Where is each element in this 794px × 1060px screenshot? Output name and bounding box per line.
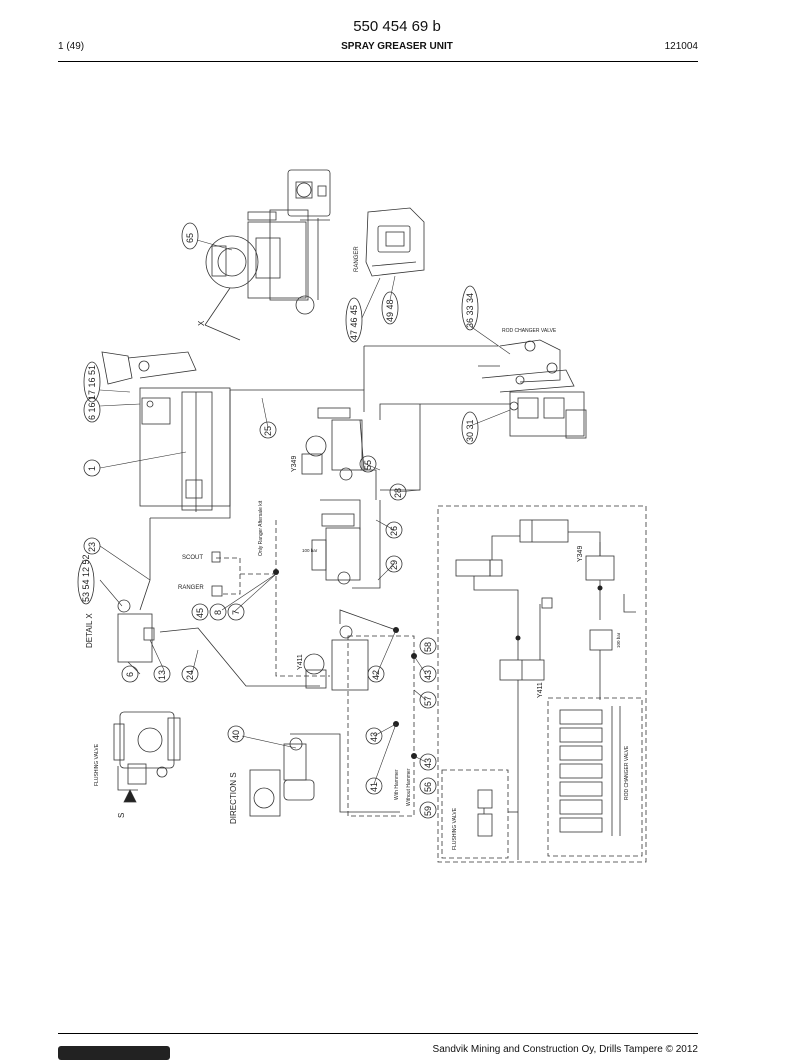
scout-ranger-items [211,551,223,597]
label-only-ranger-kit: Only Ranger Aftersale kit [258,500,264,556]
label-rod-changer-valve-top: ROD CHANGER VALVE [502,328,557,334]
direction-s-fitting [249,737,315,817]
label-y411-right: Y411 [537,682,544,698]
callout-59: 59 [423,806,433,816]
callout-numbers: 65 47 46 45 49 48 36 33 34 30 31 17 16 5… [81,233,475,816]
callout-53-54-12-52: 53 54 12 52 [81,554,91,602]
callout-43: 43 [423,670,433,680]
solenoid-valve-y411 [303,625,369,691]
callout-leaders [99,239,511,785]
callout-13: 13 [157,670,167,680]
footer-copyright: Sandvik Mining and Construction Oy, Dril… [432,1044,698,1055]
revision-code: 121004 [664,41,698,52]
callout-1: 1 [87,466,97,471]
dashed-boundaries [216,505,647,863]
header-rule [58,61,698,62]
callout-6: 6 [125,672,135,677]
callout-40: 40 [231,730,241,740]
label-s-mark: S [117,813,126,818]
label-detail-x: DETAIL X [85,613,94,648]
callout-55: 55 [363,460,373,470]
label-100-bar: 100 bar [302,548,318,553]
detail-x-block [117,599,155,663]
label-y349-right: Y349 [577,546,584,562]
drawing-labels: RANGER ROD CHANGER VALVE SCOUT RANGER On… [85,246,630,850]
ranger-cover [365,207,425,277]
label-without-hammer: Without Hammer [406,768,412,806]
callout-8: 8 [213,610,223,615]
callout-circles [77,222,479,819]
hydraulic-piping [139,345,510,813]
callout-30-31: 30 31 [465,419,475,442]
mounting-bracket [101,351,231,512]
rod-changer-valve-top [478,339,587,439]
callout-17-16-51: 17 16 51 [87,365,97,400]
label-y349-upper: Y349 [291,456,298,472]
label-rod-changer-valve-box: ROD CHANGER VALVE [624,745,630,800]
label-100-bar-right: 100 bar [616,632,621,648]
callout-29: 29 [389,560,399,570]
callout-43-b: 43 [369,732,379,742]
callout-47-46-45: 47 46 45 [349,305,359,340]
label-with-hammer: With Hammer [394,769,400,800]
solenoid-valve-y349-upper [301,407,363,481]
callout-7: 7 [231,610,241,615]
page-title: SPRAY GREASER UNIT [341,41,453,52]
label-ranger: RANGER [178,585,204,591]
callout-6-16: 6 16 [87,402,97,420]
label-direction-s: DIRECTION S [229,772,238,824]
flushing-valve-assembly [113,711,181,803]
callout-43-c: 43 [423,758,433,768]
callout-28: 28 [393,488,403,498]
rod-changer-valve-bank [559,706,621,836]
label-flushing-valve-box: FLUSHING VALVE [452,807,458,850]
label-x-mark: X [197,320,206,326]
callout-25: 25 [263,426,273,436]
callout-41: 41 [369,782,379,792]
label-flushing-valve-left: FLUSHING VALVE [94,743,100,786]
label-scout: SCOUT [182,555,203,561]
sandvik-logo [58,1046,170,1060]
callout-57: 57 [423,696,433,706]
solenoid-valve-y349-lower [311,513,361,585]
callout-49-48: 49 48 [385,299,395,322]
label-y411-left: Y411 [297,654,304,670]
callout-58: 58 [423,642,433,652]
callout-36-33-34: 36 33 34 [465,293,475,328]
page-indicator: 1 (49) [58,41,85,52]
callout-56: 56 [423,782,433,792]
callout-23: 23 [87,542,97,552]
callout-42: 42 [371,670,381,680]
callout-24: 24 [185,670,195,680]
hydraulic-schematic [455,519,636,860]
callout-45: 45 [195,608,205,618]
callout-65: 65 [185,233,195,243]
footer-rule [58,1033,698,1034]
label-ranger-top: RANGER [354,246,360,272]
greaser-pump-assembly [204,169,331,341]
document-number: 550 454 69 b [353,18,441,35]
callout-26: 26 [389,526,399,536]
